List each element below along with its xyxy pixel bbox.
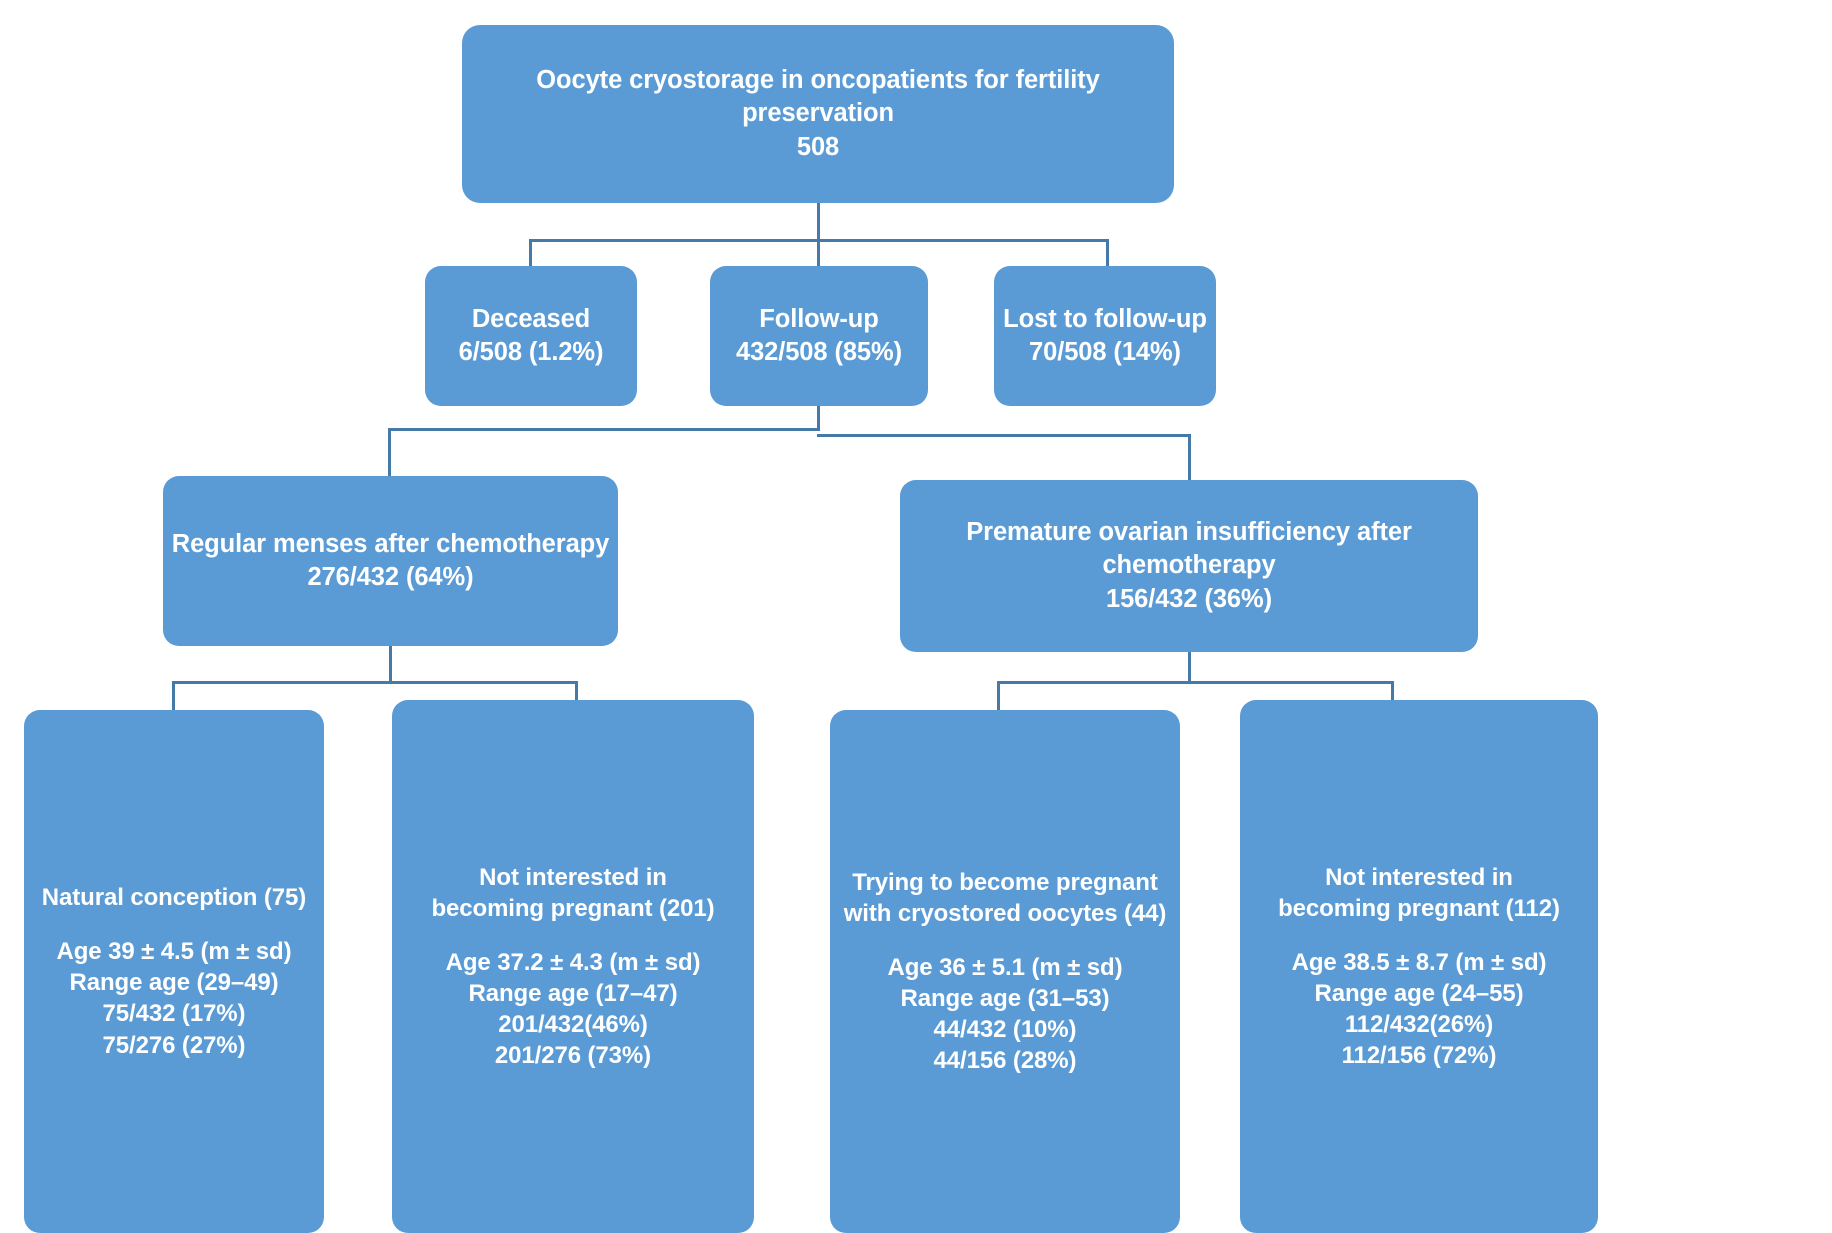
node-not-interested-right-ratio-total: 112/432(26%) — [1344, 1011, 1494, 1039]
node-trying-pregnant-range: Range age (31–53) — [900, 984, 1110, 1012]
node-deceased[interactable]: Deceased 6/508 (1.2%) — [425, 266, 637, 406]
node-poi-label-line1: Premature ovarian insufficiency after — [966, 518, 1412, 547]
node-root-value: 508 — [796, 132, 840, 161]
node-natural-conception-ratio-subgroup: 75/276 (27%) — [102, 1031, 246, 1059]
node-trying-pregnant-label-line2: with cryostored oocytes (44) — [843, 899, 1167, 927]
node-follow-up[interactable]: Follow-up 432/508 (85%) — [710, 266, 928, 406]
connector-to-followup — [817, 239, 820, 267]
node-follow-up-label: Follow-up — [759, 304, 879, 333]
node-not-interested-right-label-line1: Not interested in — [1325, 863, 1513, 891]
node-natural-conception-label: Natural conception (75) — [41, 884, 307, 912]
node-not-interested-right-age: Age 38.5 ± 8.7 (m ± sd) — [1291, 948, 1547, 976]
connector-level3-bus-right — [997, 681, 1394, 684]
node-regular-menses[interactable]: Regular menses after chemotherapy 276/43… — [163, 476, 618, 646]
node-poi-value: 156/432 (36%) — [1106, 584, 1272, 613]
node-not-interested-right-label-line2: becoming pregnant (112) — [1278, 894, 1560, 922]
connector-to-regular-menses — [388, 428, 391, 477]
node-not-interested-left-range: Range age (17–47) — [468, 979, 678, 1007]
node-not-interested-left-ratio-subgroup: 201/276 (73%) — [494, 1042, 652, 1070]
node-poi-label-line2: chemotherapy — [1102, 551, 1276, 580]
node-natural-conception[interactable]: Natural conception (75) Age 39 ± 4.5 (m … — [24, 710, 324, 1233]
node-regular-menses-label: Regular menses after chemotherapy — [171, 529, 610, 558]
connector-to-deceased — [529, 239, 532, 267]
node-trying-pregnant-ratio-subgroup: 44/156 (28%) — [933, 1047, 1077, 1075]
connector-to-lost — [1106, 239, 1109, 267]
connector-poi-stem — [1188, 652, 1191, 681]
connector-level3-bus-left — [172, 681, 578, 684]
connector-root-stem — [817, 203, 820, 239]
node-not-interested-right-range: Range age (24–55) — [1314, 979, 1524, 1007]
connector-level2-bus-right — [817, 434, 1191, 437]
node-lost-to-follow-up-value: 70/508 (14%) — [1029, 338, 1181, 366]
connector-regular-stem — [389, 646, 392, 681]
node-regular-menses-value: 276/432 (64%) — [307, 563, 474, 591]
node-follow-up-value: 432/508 (85%) — [736, 338, 902, 366]
node-trying-pregnant-age: Age 36 ± 5.1 (m ± sd) — [887, 953, 1123, 981]
connector-to-poi — [1188, 434, 1191, 481]
connector-followup-stem — [817, 406, 820, 428]
node-deceased-value: 6/508 (1.2%) — [458, 338, 604, 366]
connector-to-natural — [172, 681, 175, 712]
node-not-interested-left-ratio-total: 201/432(46%) — [498, 1011, 648, 1039]
node-not-interested-left-label-line2: becoming pregnant (201) — [431, 894, 715, 922]
node-lost-to-follow-up[interactable]: Lost to follow-up 70/508 (14%) — [994, 266, 1216, 406]
connector-to-notinterested-left — [575, 681, 578, 702]
connector-level2-bus-left — [388, 428, 820, 431]
node-deceased-label: Deceased — [471, 304, 591, 333]
node-lost-to-follow-up-label: Lost to follow-up — [1003, 304, 1207, 333]
node-not-interested-left-label-line1: Not interested in — [479, 863, 667, 891]
node-trying-pregnant-label-line1: Trying to become pregnant — [852, 868, 1158, 896]
node-premature-ovarian-insufficiency[interactable]: Premature ovarian insufficiency after ch… — [900, 480, 1478, 652]
node-not-interested-left[interactable]: Not interested in becoming pregnant (201… — [392, 700, 754, 1233]
node-not-interested-right[interactable]: Not interested in becoming pregnant (112… — [1240, 700, 1598, 1233]
node-not-interested-right-ratio-subgroup: 112/156 (72%) — [1341, 1042, 1497, 1070]
node-natural-conception-ratio-total: 75/432 (17%) — [102, 1000, 246, 1028]
connector-to-trying — [997, 681, 1000, 712]
node-not-interested-left-age: Age 37.2 ± 4.3 (m ± sd) — [445, 948, 701, 976]
node-natural-conception-range: Range age (29–49) — [69, 969, 279, 997]
node-trying-pregnant[interactable]: Trying to become pregnant with cryostore… — [830, 710, 1180, 1233]
node-trying-pregnant-ratio-total: 44/432 (10%) — [933, 1016, 1077, 1044]
connector-to-notinterested-right — [1391, 681, 1394, 702]
node-root-label: Oocyte cryostorage in oncopatients for f… — [536, 66, 1100, 128]
node-root[interactable]: Oocyte cryostorage in oncopatients for f… — [462, 25, 1174, 203]
node-natural-conception-age: Age 39 ± 4.5 (m ± sd) — [56, 938, 292, 966]
